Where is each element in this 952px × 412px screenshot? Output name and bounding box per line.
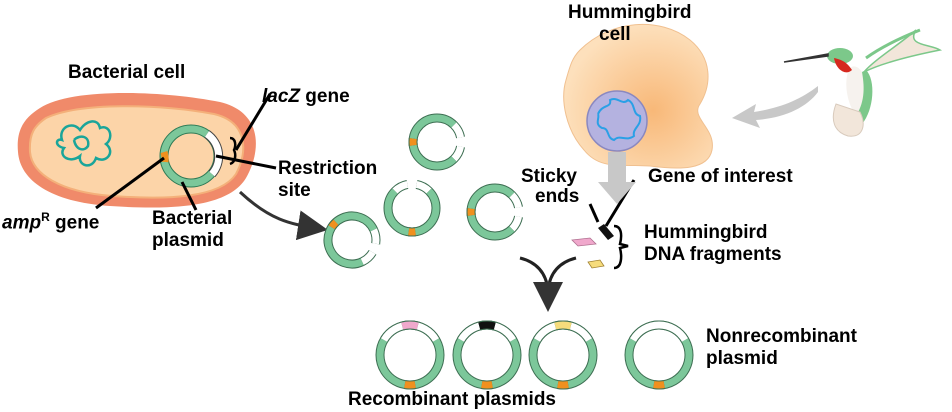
label-restriction-site-line1: Restriction	[278, 158, 378, 179]
ampr-suffix: gene	[49, 212, 100, 234]
lacz-segment	[360, 250, 376, 265]
lacz-suffix: gene	[300, 86, 350, 107]
arrow-cell-to-plasmids	[238, 190, 328, 241]
lacz-segment	[509, 215, 522, 232]
label-bacterial-plasmid-line2: plasmid	[152, 230, 224, 251]
label-restriction-site-line2: site	[278, 180, 311, 201]
hummingbird-cell	[563, 23, 713, 169]
bacterial-chromosome	[55, 120, 112, 167]
lacz-segment	[392, 181, 409, 194]
arrow-nucleus-to-fragments	[598, 152, 636, 204]
nuclear-dna	[596, 98, 642, 142]
fragment-pink	[571, 237, 597, 247]
lacz-segment	[370, 228, 380, 245]
lacz-italic: lacZ	[262, 86, 301, 107]
insert-pink	[401, 321, 419, 330]
cut-plasmids	[323, 113, 523, 269]
label-ampr-gene: ampR gene	[2, 206, 99, 234]
ampr-segment	[328, 219, 339, 230]
lacz-segment	[415, 181, 432, 194]
label-recombinant-plasmids: Recombinant plasmids	[348, 389, 556, 410]
label-bacterial-cell: Bacterial cell	[68, 62, 186, 83]
lacz-segment	[629, 321, 689, 342]
label-nonrecombinant-line1: Nonrecombinant	[706, 326, 857, 347]
label-dna-fragments-line2: DNA fragments	[644, 244, 782, 265]
arrow-bird-to-cell	[732, 86, 818, 128]
insert-black	[478, 321, 496, 330]
dna-fragments	[571, 224, 614, 269]
lacz-segment	[509, 192, 522, 209]
label-hummingbird-cell-line2: cell	[599, 24, 631, 45]
fragment-yellow	[587, 259, 605, 269]
ampr-italic: amp	[2, 212, 42, 234]
lacz-segment	[451, 122, 464, 139]
label-nonrecombinant-line2: plasmid	[706, 348, 778, 369]
ampr-superscript: R	[41, 210, 50, 224]
fragment-black	[598, 224, 614, 240]
recombinant-plasmids	[375, 320, 694, 390]
lacz-segment	[451, 145, 464, 162]
label-sticky-ends-line1: Sticky	[521, 166, 577, 187]
label-bacterial-plasmid-line1: Bacterial	[152, 208, 233, 229]
label-gene-of-interest: Gene of interest	[648, 166, 793, 187]
label-lacz-gene: lacZ gene	[262, 86, 350, 108]
hummingbird-illustration	[783, 28, 943, 137]
label-sticky-ends-line2: ends	[535, 186, 580, 207]
label-hummingbird-cell-line1: Hummingbird	[568, 2, 692, 23]
insert-yellow	[554, 321, 572, 330]
plasmid-backbone	[324, 212, 377, 268]
joining-arrow	[519, 256, 577, 312]
label-dna-fragments-line1: Hummingbird	[644, 222, 768, 243]
